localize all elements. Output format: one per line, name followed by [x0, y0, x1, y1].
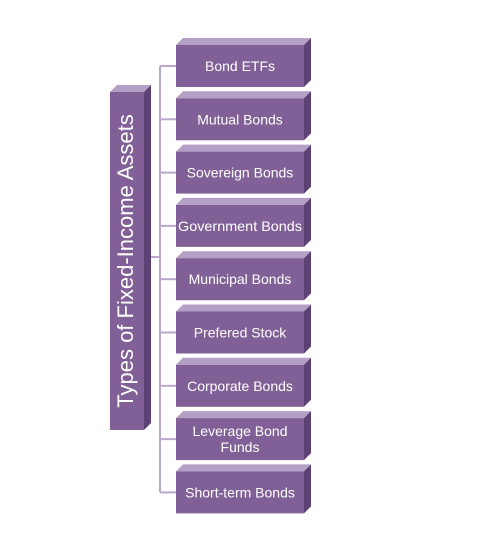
item-box-side — [304, 464, 311, 514]
item-box-side — [304, 357, 311, 407]
item-box-face — [176, 151, 304, 194]
connector-lines — [151, 65, 176, 494]
item-box-top — [176, 91, 311, 99]
item-box-face — [176, 98, 304, 141]
item-label: Government Bonds — [178, 218, 302, 234]
item-box-short-term-bonds: Short-term Bonds — [176, 464, 311, 514]
item-label: Short-term Bonds — [185, 484, 295, 500]
item-box-top — [176, 357, 311, 365]
item-box-side — [304, 91, 311, 141]
item-box-top — [176, 304, 311, 312]
root-box: Types of Fixed-Income Assets — [110, 85, 151, 430]
item-box-face — [176, 204, 304, 247]
item-label: Municipal Bonds — [189, 271, 292, 287]
root-box-side — [144, 85, 151, 430]
item-box-prefered-stock: Prefered Stock — [176, 304, 311, 354]
item-label: Bond ETFs — [205, 58, 275, 74]
item-box-side — [304, 197, 311, 247]
item-box-mutual-bonds: Mutual Bonds — [176, 91, 311, 141]
item-label: Mutual Bonds — [197, 111, 283, 127]
item-box-face — [176, 471, 304, 514]
item-label: Prefered Stock — [194, 325, 288, 341]
item-box-side — [304, 304, 311, 354]
item-box-side — [304, 411, 311, 461]
item-box-corporate-bonds: Corporate Bonds — [176, 357, 311, 407]
item-box-bond-etfs: Bond ETFs — [176, 38, 311, 87]
item-box-face — [176, 311, 304, 354]
root-box-face — [110, 92, 144, 430]
item-box-top — [176, 197, 311, 205]
item-box-top — [176, 464, 311, 472]
item-label: Sovereign Bonds — [187, 165, 294, 181]
item-box-face — [176, 364, 304, 407]
item-box-face — [176, 258, 304, 301]
root-box-top — [110, 85, 151, 92]
item-box-government-bonds: Government Bonds — [176, 197, 311, 247]
item-box-top — [176, 251, 311, 259]
root-label: Types of Fixed-Income Assets — [113, 114, 138, 407]
item-box-face — [176, 45, 304, 87]
item-box-municipal-bonds: Municipal Bonds — [176, 251, 311, 301]
item-box-side — [304, 38, 311, 87]
item-box-top — [176, 411, 311, 419]
item-box-top — [176, 144, 311, 152]
item-box-face — [176, 418, 304, 461]
item-label: Corporate Bonds — [187, 378, 293, 394]
item-box-side — [304, 251, 311, 301]
item-box-side — [304, 144, 311, 194]
item-box-sovereign-bonds: Sovereign Bonds — [176, 144, 311, 194]
item-box-top — [176, 38, 311, 45]
